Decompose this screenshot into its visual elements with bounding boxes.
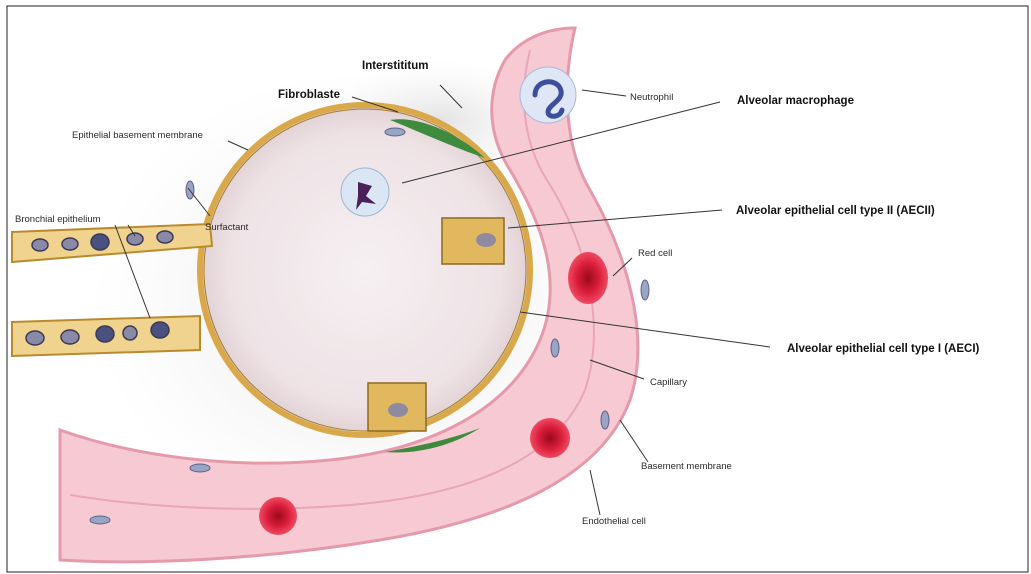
aecii-cell-upper (442, 218, 504, 264)
aecii-cell-lower (368, 383, 426, 431)
label-fibroblaste: Fibroblaste (278, 89, 340, 101)
label-interstititum: Interstititum (362, 60, 428, 72)
label-aecii: Alveolar epithelial cell type II (AECII) (736, 205, 935, 217)
red-cell-1 (568, 252, 608, 304)
label-alveolar-macrophage: Alveolar macrophage (737, 95, 854, 107)
label-capillary: Capillary (650, 377, 687, 388)
label-bronchial-epithelium: Bronchial epithelium (15, 214, 101, 225)
label-neutrophil: Neutrophil (630, 92, 673, 103)
neutrophil (520, 67, 576, 123)
label-aeci: Alveolar epithelial cell type I (AECI) (787, 343, 980, 355)
label-epithelial-basement-membrane: Epithelial basement membrane (72, 130, 203, 141)
label-surfactant: Surfactant (205, 222, 249, 233)
red-cell-3 (259, 497, 297, 535)
red-cell-2 (530, 418, 570, 458)
macrophage (341, 168, 389, 216)
label-endothelial-cell: Endothelial cell (582, 516, 646, 527)
label-basement-membrane: Basement membrane (641, 461, 732, 472)
label-red-cell: Red cell (638, 248, 672, 259)
